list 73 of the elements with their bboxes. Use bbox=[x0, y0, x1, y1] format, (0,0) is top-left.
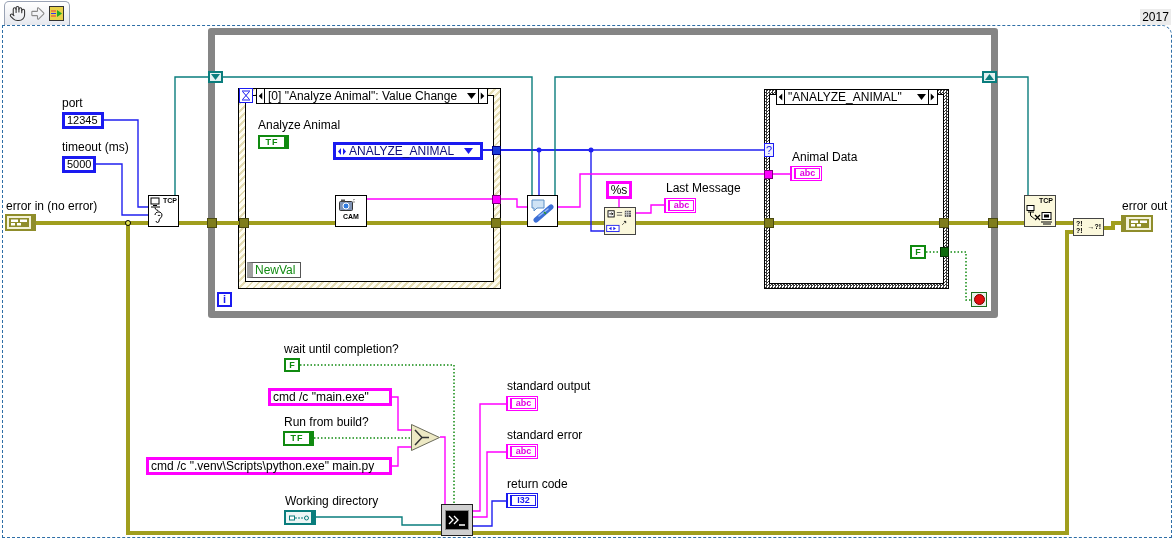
boolean-constant: F bbox=[910, 245, 926, 259]
dotted-wire bbox=[925, 251, 972, 301]
terminal-label: port bbox=[62, 96, 83, 110]
select-node bbox=[411, 424, 440, 451]
string-indicator: abc bbox=[506, 444, 538, 459]
cluster-control bbox=[5, 214, 36, 231]
string-constant: %s bbox=[606, 181, 632, 199]
wire bbox=[996, 76, 1029, 196]
string-constant: cmd /c "main.exe" bbox=[268, 388, 392, 406]
terminal-label: error in (no error) bbox=[6, 199, 98, 213]
string-indicator: abc bbox=[506, 396, 538, 411]
thick-wire bbox=[1104, 221, 1121, 230]
wire bbox=[472, 500, 507, 527]
dotted-wire bbox=[313, 437, 412, 439]
wire bbox=[618, 198, 620, 208]
version-tab: 2017 bbox=[1140, 9, 1171, 25]
path-control bbox=[284, 510, 316, 525]
terminal-label: wait until completion? bbox=[284, 342, 399, 356]
thick-wire bbox=[473, 230, 1074, 535]
camera-node bbox=[335, 195, 367, 227]
terminal-label: standard output bbox=[507, 379, 591, 393]
system-exec-node bbox=[441, 504, 473, 536]
string-indicator: abc bbox=[790, 166, 822, 181]
wire bbox=[472, 451, 507, 518]
wire bbox=[439, 436, 446, 505]
tcp-listen-node bbox=[148, 195, 179, 227]
wire bbox=[174, 76, 209, 196]
cluster-indicator bbox=[1121, 215, 1153, 232]
wire bbox=[391, 446, 412, 467]
case-label: "ANALYZE_ANIMAL" bbox=[787, 91, 903, 103]
numeric-control: 12345 bbox=[62, 112, 104, 129]
terminal-label: Last Message bbox=[666, 181, 741, 195]
while-loop bbox=[208, 28, 998, 318]
terminal-label: Working directory bbox=[285, 494, 379, 508]
wire bbox=[315, 516, 442, 526]
enum-constant bbox=[333, 142, 483, 160]
thick-wire bbox=[367, 221, 527, 225]
numeric-indicator: I32 bbox=[506, 493, 538, 508]
terminal-label: return code bbox=[507, 477, 568, 491]
thick-wire bbox=[636, 221, 1024, 225]
thick-wire bbox=[1056, 221, 1073, 225]
wire bbox=[472, 403, 507, 512]
string-indicator: abc bbox=[664, 198, 696, 213]
tcp-close-node bbox=[1024, 195, 1056, 227]
wire bbox=[222, 76, 533, 196]
wire bbox=[635, 204, 665, 214]
wire bbox=[482, 149, 765, 151]
case-selector-terminal: ? bbox=[764, 143, 774, 157]
event-structure bbox=[238, 88, 501, 289]
terminal-label: timeout (ms) bbox=[62, 140, 129, 154]
terminal-label: Animal Data bbox=[792, 150, 858, 164]
wire bbox=[391, 396, 412, 431]
wire bbox=[554, 76, 983, 196]
boolean-control: TF bbox=[258, 135, 289, 149]
event-data-node: NewVal bbox=[247, 262, 301, 278]
boolean-constant: F bbox=[284, 358, 300, 372]
event-case-label: [0] "Analyze Animal": Value Change bbox=[267, 90, 459, 102]
numeric-control: 5000 bbox=[62, 156, 96, 173]
enum-value: ANALYZE_ANIMAL bbox=[349, 145, 456, 157]
boolean-control: TF bbox=[283, 431, 314, 446]
wire bbox=[366, 198, 528, 208]
iteration-terminal: i bbox=[217, 292, 232, 307]
terminal-label: standard error bbox=[507, 428, 583, 442]
terminal-label: Run from build? bbox=[284, 415, 369, 429]
wire bbox=[103, 119, 149, 208]
thick-wire bbox=[558, 221, 604, 225]
terminal-label: Analyze Animal bbox=[258, 118, 341, 132]
dotted-wire bbox=[299, 364, 455, 505]
wire bbox=[95, 163, 149, 216]
thick-wire bbox=[179, 221, 335, 225]
terminal-label: error out bbox=[1122, 199, 1168, 213]
case-structure bbox=[764, 89, 949, 289]
string-constant: cmd /c ".venv\Scripts\python.exe" main.py bbox=[146, 457, 392, 475]
